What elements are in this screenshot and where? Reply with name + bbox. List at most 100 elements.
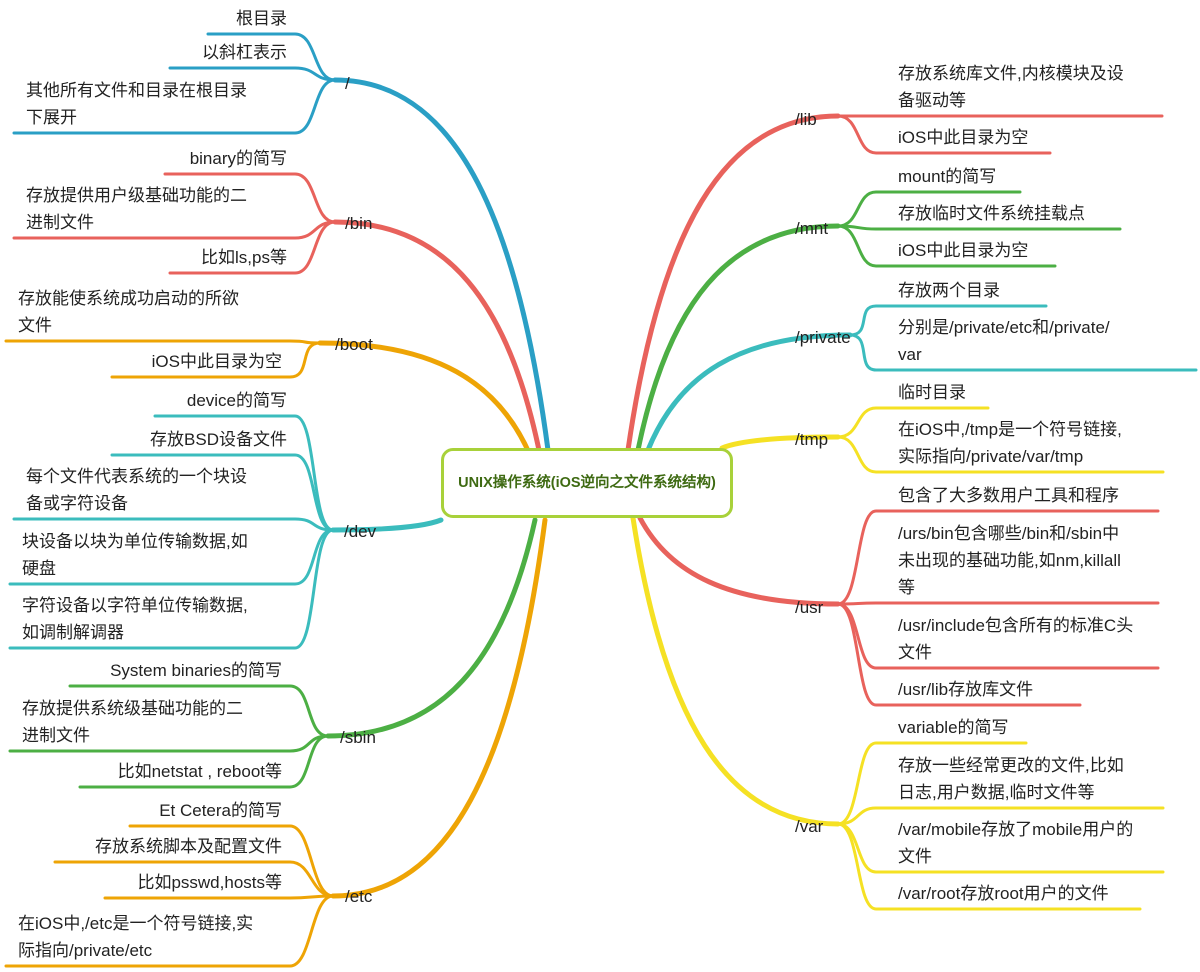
left-node-text: 比如psswd,hosts等 bbox=[137, 873, 282, 892]
left-branch-3-twig-2 bbox=[12, 517, 335, 532]
right-node-text: /var/mobile存放了mobile用户的 bbox=[898, 820, 1134, 839]
right-branch-3-trunk bbox=[719, 434, 841, 451]
left-branch-2-twig-0 bbox=[4, 339, 322, 345]
right-branch-1-twig-2 bbox=[836, 224, 1057, 268]
left-node-text: 存放提供用户级基础功能的二 bbox=[26, 186, 247, 205]
right-branch-label[interactable]: /tmp bbox=[795, 430, 829, 449]
right-node-text: 包含了大多数用户工具和程序 bbox=[898, 486, 1119, 505]
left-branch-3-trunk bbox=[330, 517, 444, 533]
left-node-text: 存放提供系统级基础功能的二 bbox=[22, 699, 243, 718]
right-node-text: 日志,用户数据,临时文件等 bbox=[898, 783, 1095, 802]
right-node-text: 文件 bbox=[898, 847, 932, 866]
left-node-text: 如调制解调器 bbox=[22, 623, 124, 642]
left-node-text: device的简写 bbox=[186, 391, 287, 410]
left-node-text: 根目录 bbox=[236, 9, 287, 28]
right-branch-2-twig-1 bbox=[848, 333, 1198, 372]
left-branch-2-trunk bbox=[317, 340, 533, 458]
left-node-text: Et Cetera的简写 bbox=[159, 801, 282, 820]
left-branch-3-twig-1 bbox=[110, 453, 335, 532]
right-node-text: /usr/lib存放库文件 bbox=[898, 680, 1034, 699]
right-branch-5-twig-0 bbox=[836, 741, 1028, 826]
left-branch-label[interactable]: /sbin bbox=[340, 728, 376, 747]
left-branch-2-twig-1 bbox=[110, 341, 322, 379]
right-branch-label[interactable]: /var bbox=[795, 817, 824, 836]
left-node-text: 备或字符设备 bbox=[26, 494, 128, 513]
left-branch-0-twig-1 bbox=[168, 66, 337, 82]
left-node-text: 存放能使系统成功启动的所欲 bbox=[18, 289, 239, 308]
left-branch-4-twig-0 bbox=[68, 684, 330, 738]
left-branch-label[interactable]: /boot bbox=[335, 335, 373, 354]
right-branch-5-twig-3 bbox=[836, 822, 1142, 911]
root-topic-title: UNIX操作系统(iOS逆向之文件系统结构) bbox=[458, 475, 716, 491]
left-branch-label[interactable]: /etc bbox=[345, 887, 373, 906]
right-branch-0-trunk bbox=[625, 113, 841, 453]
right-node-text: 临时目录 bbox=[898, 383, 966, 402]
left-branch-label[interactable]: /dev bbox=[344, 522, 377, 541]
right-branch-4-twig-3 bbox=[836, 602, 1082, 707]
right-node-text: 备驱动等 bbox=[898, 91, 966, 110]
right-node-text: /var/root存放root用户的文件 bbox=[898, 884, 1109, 903]
right-node-text: 实际指向/private/var/tmp bbox=[898, 447, 1084, 466]
left-node-text: 比如netstat , reboot等 bbox=[117, 762, 282, 781]
right-node-text: 存放两个目录 bbox=[898, 281, 1000, 300]
right-node-text: 存放临时文件系统挂载点 bbox=[898, 204, 1085, 223]
right-branch-label[interactable]: /lib bbox=[795, 110, 817, 129]
left-branch-5-twig-2 bbox=[103, 894, 335, 900]
left-node-text: 下展开 bbox=[26, 108, 77, 127]
left-branch-1-twig-0 bbox=[163, 172, 337, 224]
left-node-text: 进制文件 bbox=[22, 726, 90, 745]
right-branch-5-twig-1 bbox=[836, 806, 1165, 826]
left-branch-0-twig-2 bbox=[12, 78, 337, 135]
right-node-text: 存放一些经常更改的文件,比如 bbox=[898, 756, 1124, 775]
left-node-text: 以斜杠表示 bbox=[202, 43, 287, 62]
right-node-text: iOS中此目录为空 bbox=[898, 128, 1029, 147]
right-branch-3-twig-1 bbox=[836, 435, 1165, 474]
right-node-text: variable的简写 bbox=[898, 718, 1009, 737]
left-branch-4-twig-2 bbox=[78, 734, 330, 789]
right-branch-4-twig-0 bbox=[836, 509, 1160, 606]
right-node-text: iOS中此目录为空 bbox=[898, 241, 1029, 260]
right-branch-label[interactable]: /private bbox=[795, 328, 851, 347]
right-node-text: 存放系统库文件,内核模块及设 bbox=[898, 64, 1124, 83]
left-branch-5-twig-0 bbox=[128, 824, 335, 898]
left-node-text: binary的简写 bbox=[189, 149, 287, 168]
right-node-text: 等 bbox=[898, 578, 915, 597]
left-branch-1-trunk bbox=[332, 219, 543, 458]
right-branch-label[interactable]: /mnt bbox=[795, 219, 829, 238]
right-branch-1-trunk bbox=[635, 223, 841, 453]
right-node-text: 未出现的基础功能,如nm,killall bbox=[898, 551, 1121, 570]
left-node-text: 字符设备以字符单位传输数据, bbox=[22, 596, 248, 615]
right-branch-3-twig-0 bbox=[836, 406, 990, 439]
left-branch-5-twig-3 bbox=[4, 894, 335, 968]
left-node-text: 际指向/private/etc bbox=[18, 941, 153, 960]
left-node-text: 文件 bbox=[18, 316, 52, 335]
left-node-text: 进制文件 bbox=[26, 213, 94, 232]
left-branch-label[interactable]: / bbox=[345, 74, 350, 93]
left-node-text: 在iOS中,/etc是一个符号链接,实 bbox=[18, 914, 254, 933]
left-branch-label[interactable]: /bin bbox=[345, 214, 373, 233]
right-branch-0-twig-1 bbox=[836, 114, 1052, 155]
right-branch-label[interactable]: /usr bbox=[795, 598, 824, 617]
right-branch-5-trunk bbox=[630, 515, 841, 827]
right-branch-2-twig-0 bbox=[848, 304, 1048, 337]
right-node-text: /usr/include包含所有的标准C头 bbox=[898, 616, 1134, 635]
left-branch-3-twig-4 bbox=[8, 528, 335, 650]
left-branch-0-trunk bbox=[332, 77, 551, 453]
left-node-text: System binaries的简写 bbox=[110, 661, 282, 680]
left-node-text: 存放BSD设备文件 bbox=[150, 430, 287, 449]
right-branch-2-trunk bbox=[645, 332, 853, 453]
left-node-text: 硬盘 bbox=[22, 559, 56, 578]
right-node-text: 在iOS中,/tmp是一个符号链接, bbox=[898, 420, 1122, 439]
right-node-text: 文件 bbox=[898, 643, 932, 662]
right-node-text: mount的简写 bbox=[898, 167, 997, 186]
right-node-text: /urs/bin包含哪些/bin和/sbin中 bbox=[898, 524, 1120, 543]
left-node-text: 存放系统脚本及配置文件 bbox=[95, 837, 282, 856]
left-node-text: iOS中此目录为空 bbox=[151, 352, 282, 371]
left-branch-4-trunk bbox=[325, 517, 538, 739]
left-branch-1-twig-2 bbox=[168, 220, 337, 275]
left-node-text: 其他所有文件和目录在根目录 bbox=[26, 81, 247, 100]
left-branch-5-trunk bbox=[330, 517, 548, 899]
left-node-text: 每个文件代表系统的一个块设 bbox=[26, 467, 247, 486]
root-topic-node[interactable]: UNIX操作系统(iOS逆向之文件系统结构) bbox=[441, 448, 733, 518]
